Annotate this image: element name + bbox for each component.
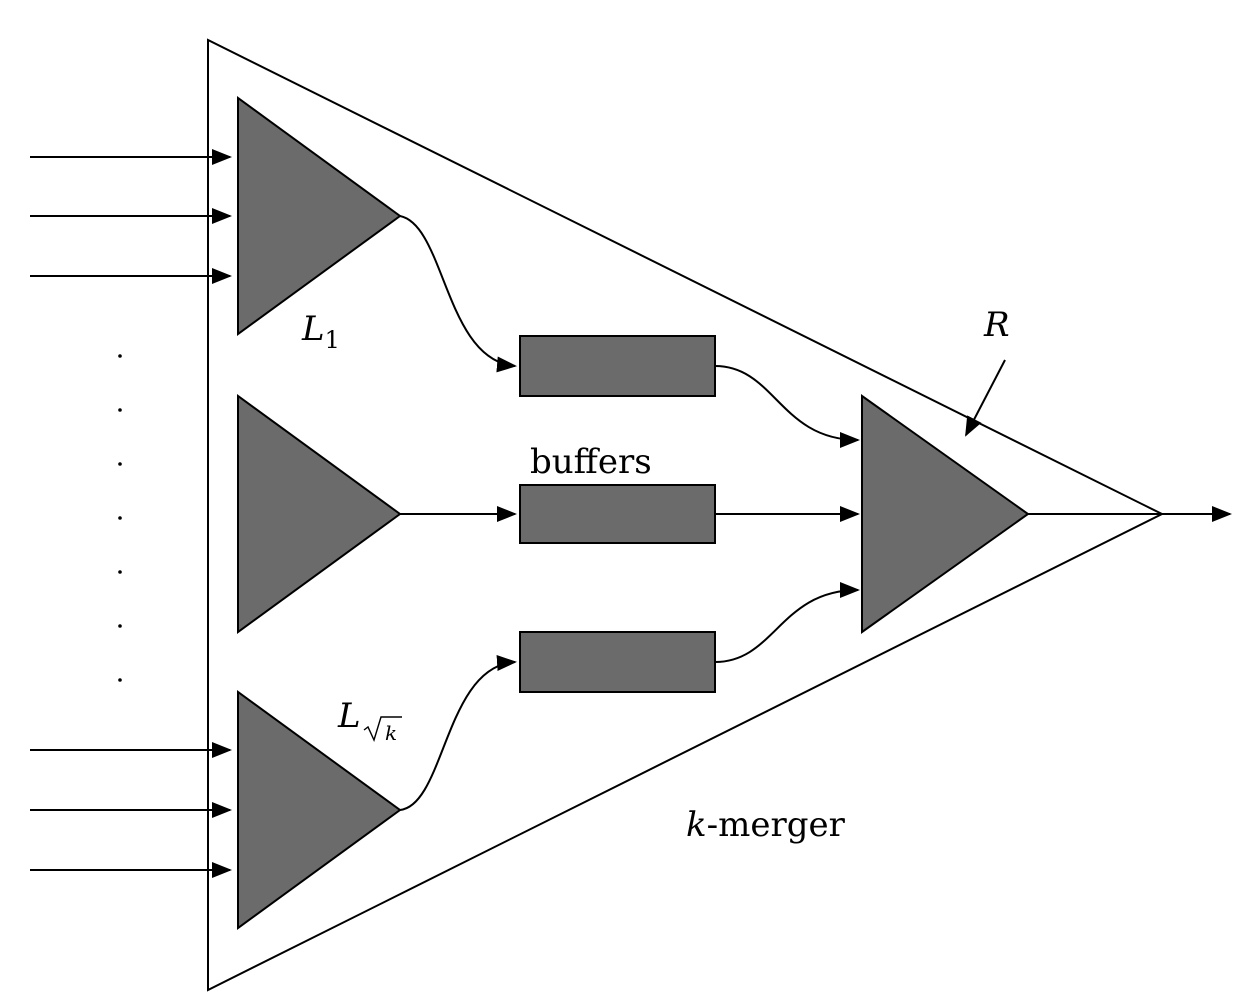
buffer-top (519, 335, 716, 397)
ellipsis-dot (118, 462, 122, 466)
edge-buffer-top-to-R (714, 365, 860, 448)
left-merger-middle (237, 394, 402, 634)
label-L1: L1 (301, 309, 340, 354)
ellipsis-dots (118, 354, 122, 682)
buffer-bottom (519, 631, 716, 693)
edge-buffer-bottom-to-R (714, 582, 860, 663)
ellipsis-dot (118, 516, 122, 520)
ellipsis-dot (118, 570, 122, 574)
label-Lsqrtk-letter: L (337, 696, 361, 736)
ellipsis-dot (118, 678, 122, 682)
label-k-merger: k-merger (686, 805, 846, 845)
edge-Lsqrtk-to-buffer (399, 655, 517, 811)
label-k-merger-suffix: -merger (707, 805, 846, 845)
ellipsis-dot (118, 354, 122, 358)
ellipsis-dot (118, 624, 122, 628)
left-merger-Lsqrtk (237, 690, 402, 930)
label-k-merger-variable: k (686, 805, 707, 845)
label-L1-letter: L (301, 309, 325, 349)
edge-L1-to-buffer (399, 215, 517, 373)
label-buffers: buffers (530, 442, 652, 482)
label-L1-subscript: 1 (325, 326, 340, 354)
label-Lsqrtk-radicand: k (385, 721, 397, 745)
buffer-middle (519, 484, 716, 544)
label-Lsqrtk-radical-sign (363, 716, 402, 742)
ellipsis-dot (118, 408, 122, 412)
left-merger-L1 (237, 96, 402, 336)
label-R: R (983, 305, 1010, 345)
R-pointer-arrow (965, 359, 1006, 437)
right-merger-R (861, 394, 1030, 634)
label-Lsqrtk: L k (337, 696, 402, 745)
